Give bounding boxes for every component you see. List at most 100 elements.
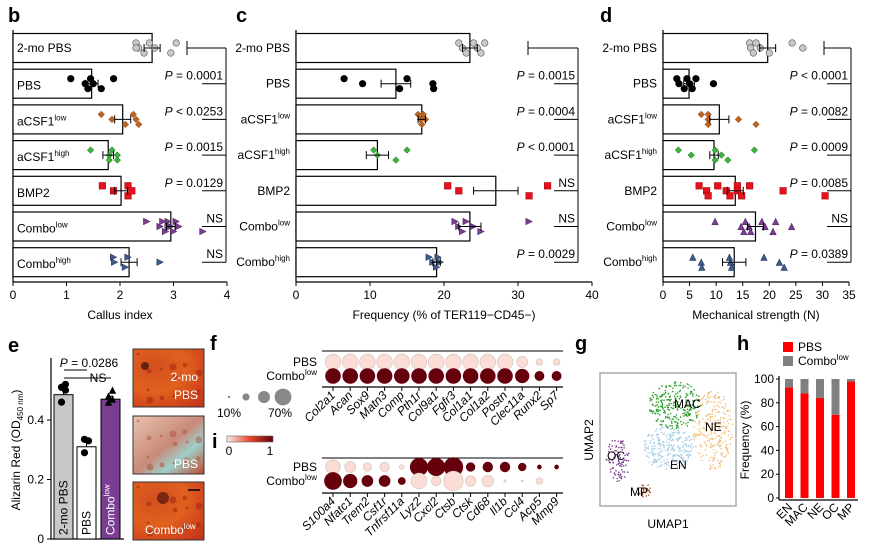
c-category-label: BMP2 <box>257 184 290 198</box>
g-cell-point <box>657 447 659 450</box>
d-data-point <box>687 151 695 159</box>
b-data-point <box>156 222 164 231</box>
g-cell-point <box>659 400 662 402</box>
e-stain-speck <box>195 522 201 528</box>
d-x-tick-label: 30 <box>816 288 830 302</box>
g-cell-point <box>711 410 714 413</box>
g-cell-point <box>666 458 668 461</box>
d-data-point <box>787 222 796 231</box>
i-dot <box>464 475 477 487</box>
g-cell-point <box>679 447 681 449</box>
g-cell-point <box>677 440 679 442</box>
b-category-label-main: BMP2 <box>17 186 50 200</box>
g-cell-point <box>687 457 689 459</box>
g-cell-point <box>721 460 723 463</box>
f-dot <box>462 368 479 384</box>
e-y-tick-label-main: 0.2 <box>27 473 44 487</box>
g-cell-point <box>609 448 612 450</box>
c-data-point <box>455 187 463 195</box>
g-cell-point <box>713 423 715 425</box>
i-dot <box>399 464 405 470</box>
g-cell-point <box>666 454 669 456</box>
g-cell-point <box>644 448 646 451</box>
g-cell-point <box>675 417 678 419</box>
g-cell-point <box>673 429 676 431</box>
g-cell-point <box>697 410 699 413</box>
g-cell-point <box>659 457 661 459</box>
b-category-label: Combolow <box>17 221 68 236</box>
d-x-tick-label: 10 <box>709 288 723 302</box>
g-cell-point <box>656 420 658 422</box>
c-data-point <box>433 263 441 271</box>
b-x-tick-label-main: 1 <box>63 288 70 302</box>
g-cell-point <box>718 426 721 428</box>
c-category-label-sup: low <box>278 219 290 228</box>
g-cell-point <box>661 399 663 401</box>
g-cell-point <box>670 398 672 401</box>
g-cell-point <box>661 420 664 423</box>
g-cell-point <box>709 456 712 459</box>
f-dot <box>376 368 393 384</box>
g-cell-point <box>617 471 620 474</box>
g-cell-point <box>646 434 649 437</box>
d-data-point <box>680 85 688 93</box>
e-y-tick-label-main: 0.4 <box>27 413 44 427</box>
f-dot <box>445 353 462 371</box>
d-x-label: Mechanical strength (N) <box>692 308 819 322</box>
g-cell-point <box>645 495 647 497</box>
g-cell-point <box>663 392 665 395</box>
f-dot <box>410 353 428 371</box>
d-category-label-sup: low <box>645 111 657 120</box>
b-x-label-main: Callus index <box>87 308 152 322</box>
g-cell-point <box>667 447 670 449</box>
b-data-point <box>121 263 130 271</box>
c-data-point <box>419 110 427 119</box>
g-cell-point <box>636 487 639 490</box>
g-cell-point <box>685 413 688 415</box>
g-cell-point <box>725 427 727 430</box>
g-cell-point <box>716 404 718 407</box>
g-cell-point <box>725 443 728 446</box>
f-row-label: Combolow <box>266 368 317 383</box>
g-cell-point <box>671 425 673 427</box>
b-data-point <box>67 75 75 83</box>
g-cell-point <box>676 431 679 434</box>
d-category-label-main: aCSF1 <box>605 148 643 162</box>
g-cell-point <box>701 417 704 420</box>
g-cell-point <box>703 394 706 397</box>
g-cell-point <box>676 400 679 403</box>
g-cell-point <box>728 430 731 433</box>
g-cell-point <box>660 420 662 422</box>
g-cell-point <box>672 404 675 407</box>
g-cell-point <box>718 422 720 424</box>
d-category-label: 2-mo PBS <box>602 41 657 55</box>
g-cell-point <box>668 438 671 441</box>
d-x-tick-label: 20 <box>763 288 777 302</box>
i-dot <box>481 474 495 488</box>
g-cell-point <box>701 397 704 400</box>
g-cell-point <box>626 453 628 455</box>
g-cell-point <box>723 398 725 401</box>
d-x-tick-label: 25 <box>789 288 803 302</box>
g-cell-point <box>688 435 691 438</box>
i-dot <box>537 464 542 470</box>
g-cell-point <box>690 450 693 452</box>
e-stain-speck <box>136 485 140 489</box>
g-cell-point <box>687 405 689 407</box>
g-cell-point <box>678 455 681 458</box>
g-cell-point <box>652 460 654 463</box>
g-cell-point <box>609 461 611 464</box>
g-cell-point <box>680 453 682 456</box>
g-cell-point <box>688 408 691 411</box>
f-size-legend-dot <box>227 395 231 399</box>
b-data-point <box>143 217 151 226</box>
g-cell-point <box>673 381 676 384</box>
g-cell-point <box>685 443 687 445</box>
p-text: NS <box>206 212 223 226</box>
g-cell-point <box>656 394 658 396</box>
g-cell-point <box>685 422 687 425</box>
e-stain-image <box>132 348 205 408</box>
p-text: = 0.0389 <box>798 247 849 261</box>
i-row-label-sup: low <box>305 473 317 482</box>
